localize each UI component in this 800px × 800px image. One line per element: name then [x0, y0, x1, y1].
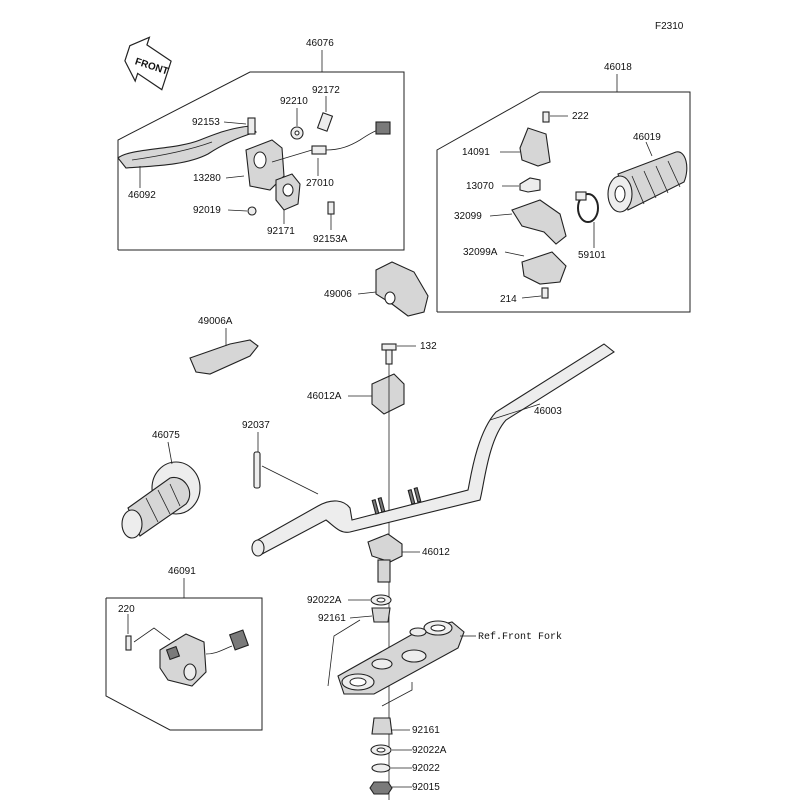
label-32099: 32099 — [454, 211, 482, 222]
lever-cover-49006A[interactable] — [189, 339, 259, 375]
ref-front-fork: Ref.Front Fork — [478, 631, 562, 643]
nut-92019[interactable] — [247, 206, 257, 216]
clamp-59101[interactable] — [575, 191, 599, 223]
label-32099A: 32099A — [463, 247, 498, 258]
clutch-switch-27010[interactable] — [311, 145, 327, 155]
housing-32099A[interactable] — [521, 251, 567, 285]
label-49006A: 49006A — [198, 316, 233, 327]
holder-upper-46012A[interactable] — [371, 373, 405, 415]
bushing-92161-bot[interactable] — [371, 717, 393, 735]
screw-222[interactable] — [542, 111, 550, 123]
figure-code: F2310 — [655, 21, 684, 32]
label-46091: 46091 — [168, 566, 196, 577]
bolt-92153A[interactable] — [327, 201, 335, 215]
label-92022A-bot: 92022A — [412, 745, 447, 756]
assembly-box-46091 — [105, 597, 263, 731]
grip-46075[interactable] — [121, 461, 201, 539]
label-46019: 46019 — [633, 132, 661, 143]
holder-lower-46012[interactable] — [367, 533, 403, 583]
label-92171: 92171 — [267, 226, 295, 237]
label-46012: 46012 — [422, 547, 450, 558]
bolt-132[interactable] — [381, 343, 397, 365]
label-59101: 59101 — [578, 250, 606, 261]
label-92037: 92037 — [242, 420, 270, 431]
band-92037[interactable] — [253, 451, 261, 489]
label-27010: 27010 — [306, 178, 334, 189]
clutch-lever[interactable] — [117, 125, 258, 169]
label-220: 220 — [118, 604, 135, 615]
screw-220[interactable] — [125, 635, 132, 651]
label-92210: 92210 — [280, 96, 308, 107]
label-46076: 46076 — [306, 38, 334, 49]
housing-32099[interactable] — [511, 199, 567, 245]
label-14091: 14091 — [462, 147, 490, 158]
label-92161-top: 92161 — [318, 613, 346, 624]
triple-clamp — [337, 620, 465, 695]
label-92022A-top: 92022A — [307, 595, 342, 606]
label-46012A: 46012A — [307, 391, 342, 402]
switch-connector — [375, 121, 391, 135]
front-arrow-icon: FRONT — [124, 36, 172, 91]
assembly-box-46018 — [436, 91, 691, 313]
label-132: 132 — [420, 341, 437, 352]
bolt-92153[interactable] — [247, 117, 256, 135]
adjuster-92172[interactable] — [316, 112, 334, 132]
assembly-46076: 46076 46092 92153 92210 92172 27010 132 — [117, 38, 405, 251]
label-92153A: 92153A — [313, 234, 348, 245]
label-92172: 92172 — [312, 85, 340, 96]
label-92019: 92019 — [193, 205, 221, 216]
label-222: 222 — [572, 111, 589, 122]
label-92015: 92015 — [412, 782, 440, 793]
label-92022: 92022 — [412, 763, 440, 774]
bushing-92161-top[interactable] — [371, 607, 391, 623]
washer-92022[interactable] — [371, 763, 391, 773]
pulley-13070[interactable] — [519, 177, 541, 193]
label-13070: 13070 — [466, 181, 494, 192]
label-92153: 92153 — [192, 117, 220, 128]
label-214: 214 — [500, 294, 517, 305]
switch-connector-46091 — [228, 629, 250, 651]
assembly-46018: 46018 222 14091 13070 32099 32099A 214 — [436, 62, 691, 313]
assembly-46091: 46091 220 — [105, 566, 263, 731]
label-13280: 13280 — [193, 173, 221, 184]
label-49006: 49006 — [324, 289, 352, 300]
label-46092: 46092 — [128, 190, 156, 201]
housing-cover-14091[interactable] — [519, 127, 551, 167]
screw-214[interactable] — [541, 287, 549, 299]
nut-92015[interactable] — [369, 781, 393, 795]
label-92161-bot: 92161 — [412, 725, 440, 736]
handlebar-switch[interactable] — [159, 633, 207, 687]
label-46003: 46003 — [534, 406, 562, 417]
throttle-grip-46019[interactable] — [607, 151, 688, 213]
cable-guide-49006[interactable] — [375, 261, 429, 317]
label-46018: 46018 — [604, 62, 632, 73]
handlebar-46003[interactable] — [251, 343, 615, 557]
label-46075: 46075 — [152, 430, 180, 441]
